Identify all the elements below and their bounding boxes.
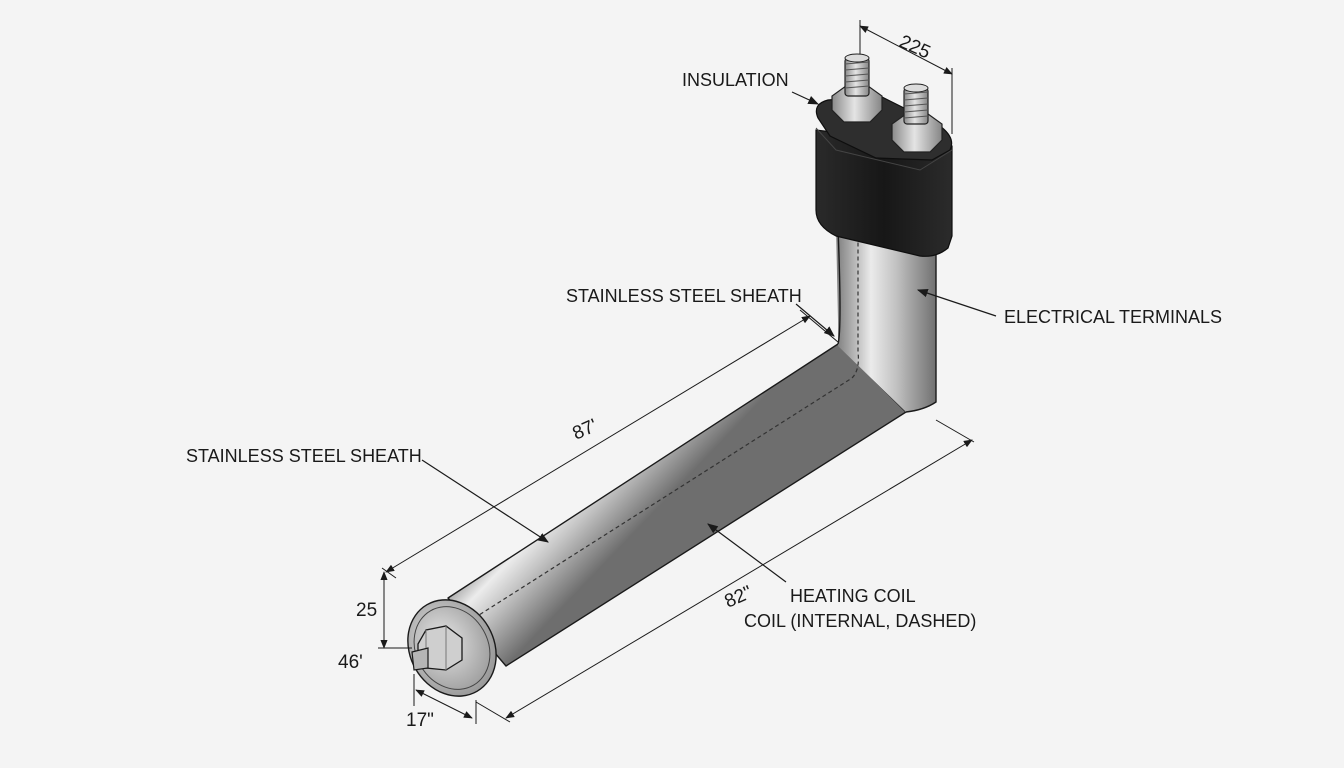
- dim-upper-length: 87': [569, 415, 600, 444]
- dim-end-depth: 17": [406, 710, 434, 731]
- end-nut: [411, 625, 463, 671]
- dim-end-offset: 46': [338, 652, 363, 673]
- sheath-left-label: STAINLESS STEEL SHEATH: [186, 446, 422, 466]
- terminal-stud-left: [831, 53, 883, 123]
- coil-internal-label: COIL (INTERNAL, DASHED): [744, 611, 976, 631]
- heating-coil-label: HEATING COIL: [790, 586, 916, 606]
- dimension-lines: [378, 20, 975, 724]
- terminals-label: ELECTRICAL TERMINALS: [1004, 307, 1222, 327]
- sheath-upper-label: STAINLESS STEEL SHEATH: [566, 286, 802, 306]
- leader-lines: [421, 91, 997, 583]
- dim-end-height: 25: [356, 600, 377, 621]
- dim-terminal-spacing: 225: [896, 31, 934, 63]
- terminal-stud-right: [891, 83, 943, 153]
- insulation-label: INSULATION: [682, 70, 789, 90]
